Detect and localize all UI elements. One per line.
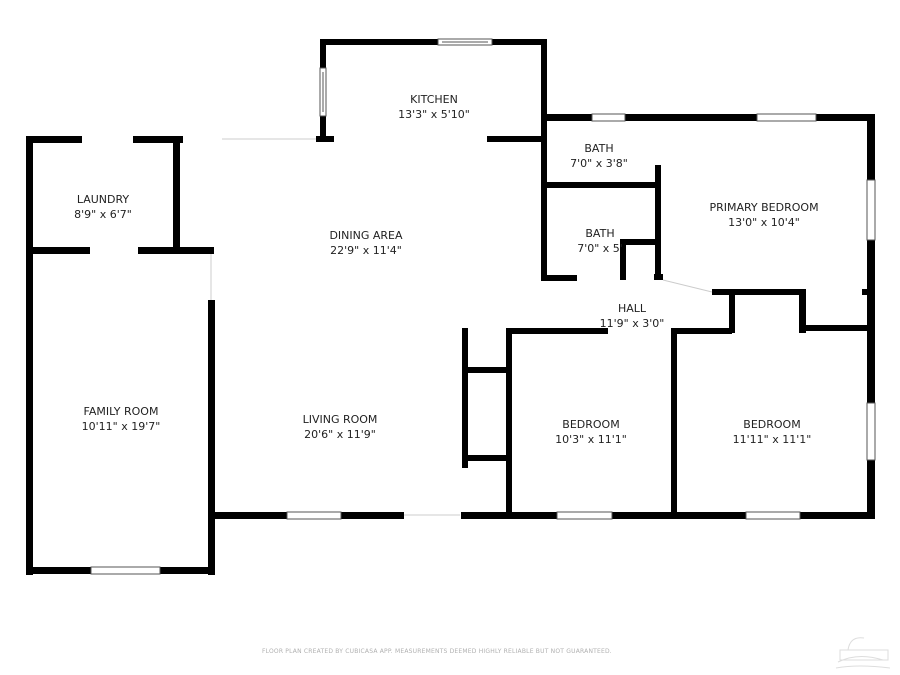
room-name: LIVING ROOM bbox=[302, 413, 378, 426]
room-name: DINING AREA bbox=[329, 229, 403, 242]
room-dining-area: DINING AREA 22'9" x 11'4" bbox=[329, 228, 402, 258]
room-family-room: FAMILY ROOM 10'11" x 19'7" bbox=[82, 404, 161, 434]
room-name: LAUNDRY bbox=[76, 193, 130, 206]
room-name: BATH bbox=[585, 227, 615, 240]
room-name: FAMILY ROOM bbox=[83, 405, 159, 418]
openings bbox=[210, 138, 713, 516]
room-bedroom-1: BEDROOM 10'3" x 11'1" bbox=[555, 417, 627, 447]
room-bedroom-2: BEDROOM 11'11" x 11'1" bbox=[733, 417, 812, 447]
room-size: 11'11" x 11'1" bbox=[732, 433, 812, 446]
room-size: 20'6" x 11'9" bbox=[304, 428, 376, 441]
room-name: HALL bbox=[617, 302, 647, 315]
watermark-logo-icon bbox=[835, 637, 891, 669]
room-name: PRIMARY BEDROOM bbox=[709, 201, 819, 214]
room-size: 22'9" x 11'4" bbox=[330, 244, 402, 257]
room-size: 10'11" x 19'7" bbox=[81, 420, 161, 433]
room-size: 10'3" x 11'1" bbox=[555, 433, 627, 446]
room-size: 11'9" x 3'0" bbox=[599, 317, 665, 330]
room-name: KITCHEN bbox=[410, 93, 458, 106]
footer-disclaimer: FLOOR PLAN CREATED BY CUBICASA APP. MEAS… bbox=[262, 648, 612, 655]
room-name: BATH bbox=[584, 142, 614, 155]
room-name: BEDROOM bbox=[562, 418, 620, 431]
room-primary-bedroom: PRIMARY BEDROOM 13'0" x 10'4" bbox=[709, 200, 818, 230]
room-bath-1: BATH 7'0" x 3'8" bbox=[570, 141, 628, 171]
room-living-room: LIVING ROOM 20'6" x 11'9" bbox=[303, 412, 378, 442]
room-bath-2: BATH 7'0" x 5' bbox=[577, 226, 623, 256]
room-kitchen: KITCHEN 13'3" x 5'10" bbox=[398, 92, 470, 122]
room-name: BEDROOM bbox=[743, 418, 801, 431]
room-size: 13'0" x 10'4" bbox=[728, 216, 800, 229]
room-laundry: LAUNDRY 8'9" x 6'7" bbox=[74, 192, 132, 222]
windows bbox=[90, 38, 876, 575]
room-size: 8'9" x 6'7" bbox=[74, 208, 132, 221]
room-size: 7'0" x 3'8" bbox=[570, 157, 628, 170]
room-size: 7'0" x 5' bbox=[577, 242, 623, 255]
room-hall: HALL 11'9" x 3'0" bbox=[600, 301, 665, 331]
room-size: 13'3" x 5'10" bbox=[398, 108, 470, 121]
